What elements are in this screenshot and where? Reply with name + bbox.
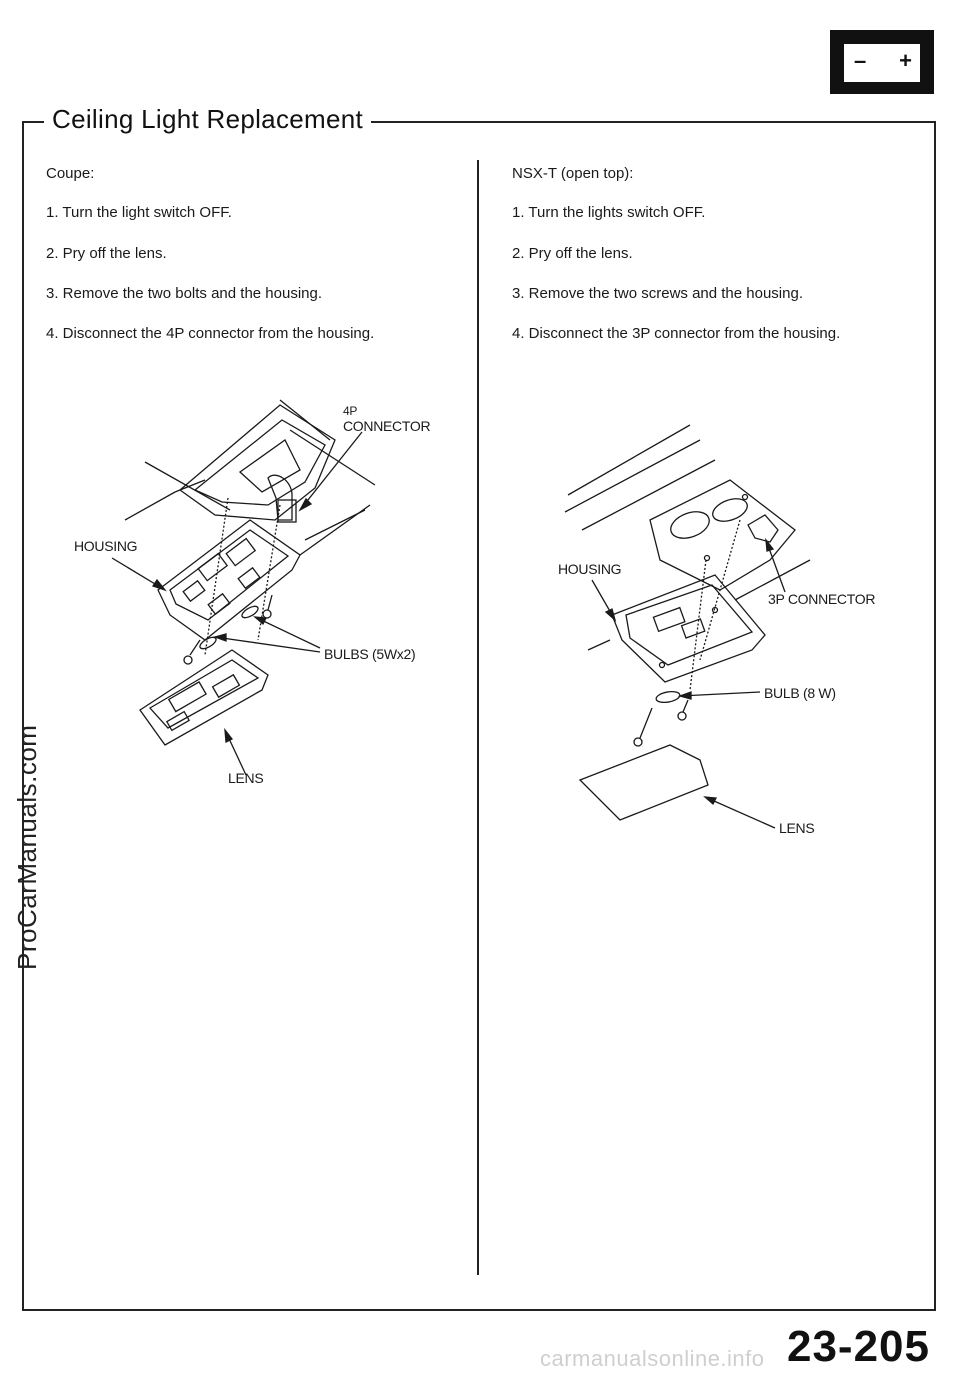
nsx-t-label-connector: 3P CONNECTOR xyxy=(768,591,876,607)
nsx-t-label-lens: LENS xyxy=(779,820,815,836)
coupe-label-bulbs: BULBS (5Wx2) xyxy=(324,646,416,662)
battery-minus: – xyxy=(854,48,867,73)
nsx-t-label-bulb: BULB (8 W) xyxy=(764,685,836,701)
coupe-step-1: 1. Turn the light switch OFF. xyxy=(46,204,232,221)
column-divider xyxy=(477,160,479,1275)
nsx-t-step-3: 3. Remove the two screws and the housing… xyxy=(512,285,803,302)
coupe-label-connector-top: 4P xyxy=(343,404,358,418)
nsx-t-label-housing: HOUSING xyxy=(558,561,622,577)
battery-cell: – + xyxy=(844,44,920,82)
coupe-step-3: 3. Remove the two bolts and the housing. xyxy=(46,285,323,302)
nsx-t-step-4: 4. Disconnect the 3P connector from the … xyxy=(512,325,841,342)
bottom-watermark: carmanualsonline.info xyxy=(540,1346,765,1371)
nsx-t-step-2: 2. Pry off the lens. xyxy=(512,245,633,262)
page-number: 23-205 xyxy=(786,1322,930,1371)
coupe-heading: Coupe: xyxy=(46,165,95,182)
battery-plus: + xyxy=(899,48,912,73)
nsx-t-step-1: 1. Turn the lights switch OFF. xyxy=(512,204,706,221)
coupe-label-lens: LENS xyxy=(228,770,264,786)
page-title: Ceiling Light Replacement xyxy=(44,104,372,135)
coupe-step-2: 2. Pry off the lens. xyxy=(46,245,167,262)
coupe-label-connector: CONNECTOR xyxy=(343,418,431,434)
coupe-step-4: 4. Disconnect the 4P connector from the … xyxy=(46,325,375,342)
nsx-t-heading: NSX-T (open top): xyxy=(512,165,634,182)
battery-icon: – + xyxy=(830,30,934,94)
coupe-label-housing: HOUSING xyxy=(74,538,138,554)
side-watermark: ProCarManuals.com xyxy=(12,724,42,970)
content-frame xyxy=(22,121,936,1311)
